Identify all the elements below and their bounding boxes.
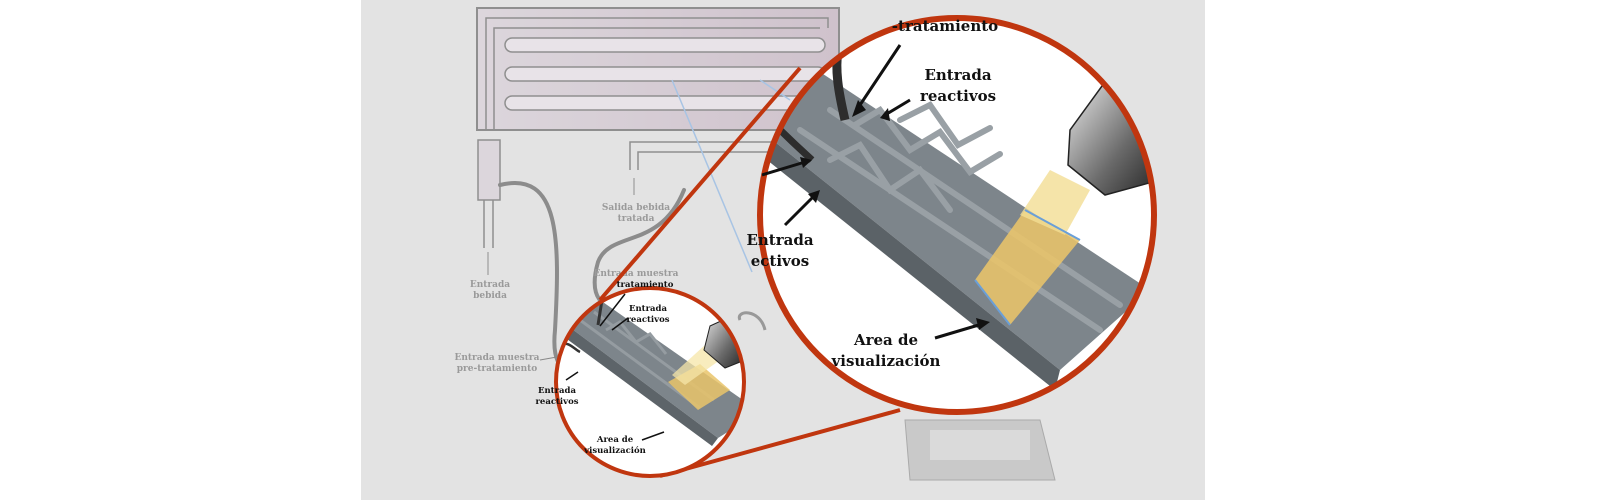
big-label-area-1: Area de [853,331,918,349]
label-salida-bebida-2: tratada [618,214,655,224]
projection-lines [671,79,791,273]
coil-exchanger [476,7,840,275]
label-entrada-bebida-1: Entrada [470,280,510,290]
small-label-area-2: visualización [583,445,646,456]
small-label-entrada-1: Entrada [629,304,668,314]
laptop [737,311,1056,481]
big-label-reactivos-1: reactivos [920,87,996,105]
big-label-reactivos-2: ectivos [751,252,809,270]
small-label-tratamiento: tratamiento [617,280,674,290]
small-zoom-circle: tratamiento Entrada reactivos Entrada re… [535,280,746,478]
label-entrada-muestra-left-2: pre-tratamiento [457,364,538,374]
big-zoom-labels: -tratamiento Entrada reactivos Entrada e… [746,17,998,370]
big-zoom-circle: -tratamiento Entrada reactivos Entrada e… [746,15,1157,415]
label-entrada-muestra-left-1: Entrada muestra [455,353,540,363]
zoom-connector [598,66,901,478]
label-salida-bebida-1: Salida bebida [602,203,670,213]
small-label-reactivos-1: reactivos [626,315,669,325]
big-label-entrada-2: Entrada [746,231,813,249]
small-label-area-1: Area de [596,435,634,445]
small-label-entrada-2: Entrada [538,386,577,396]
label-entrada-bebida-2: bebida [473,291,507,301]
big-label-area-2: visualización [831,352,941,370]
big-label-tratamiento: -tratamiento [892,17,998,35]
label-entrada-muestra-top: Entrada muestra [594,269,679,279]
small-zoom-labels: tratamiento Entrada reactivos Entrada re… [535,280,673,456]
big-label-entrada-1: Entrada [924,66,991,84]
small-label-reactivos-2: reactivos [535,397,578,407]
